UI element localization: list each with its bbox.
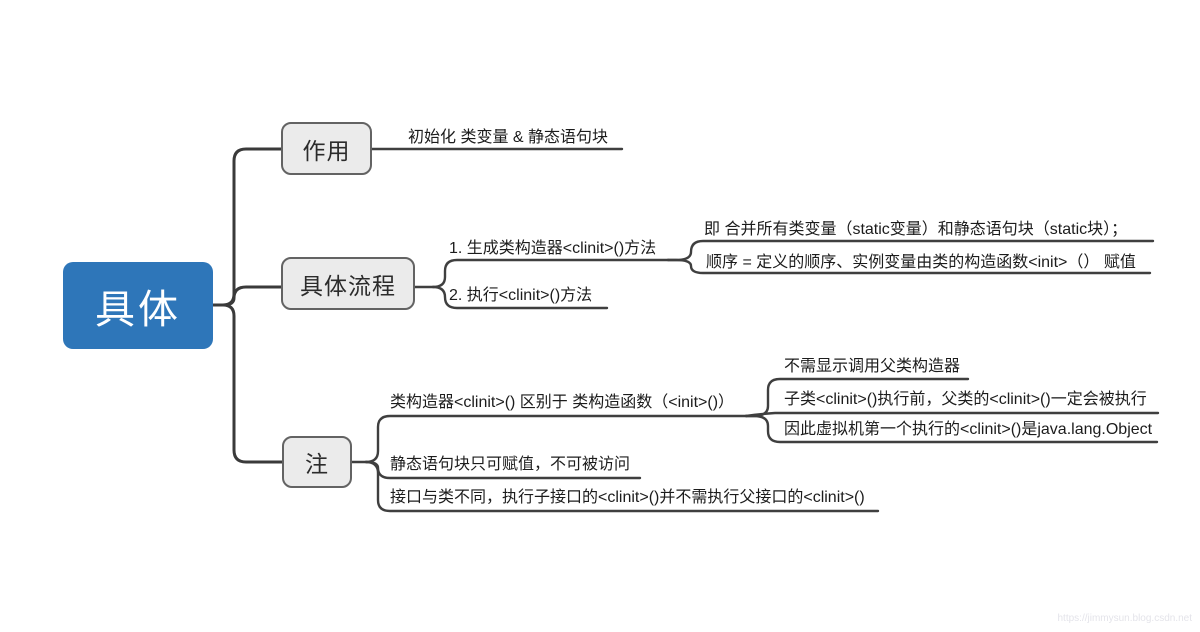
edge-note1-d2 [744,411,1160,418]
edge-note3 [364,460,880,513]
topic-zuoyong[interactable]: 作用 [281,122,372,175]
leaf-note1[interactable]: 类构造器<clinit>() 区别于 类构造函数（<init>()） [390,394,735,411]
watermark-url: https://jimmysun.blog.csdn.net [1057,613,1192,624]
leaf-note1-d1[interactable]: 不需显示调用父类构造器 [784,358,961,375]
edge-root-zuoyong [212,147,283,307]
edge-order [666,258,1152,275]
leaf-note1-d3[interactable]: 因此虚拟机第一个执行的<clinit>()是java.lang.Object [784,421,1153,438]
leaf-note1-d2[interactable]: 子类<clinit>()执行前，父类的<clinit>()一定会被执行 [784,391,1147,408]
leaf-step1-merge[interactable]: 即 合并所有类变量（static变量）和静态语句块（static块）； [704,221,1128,238]
edge-step2 [431,285,609,310]
leaf-note2[interactable]: 静态语句块只可赋值，不可被访问 [390,456,631,473]
topic-zhu[interactable]: 注 [282,436,352,488]
leaf-note3[interactable]: 接口与类不同，执行子接口的<clinit>()并不需执行父接口的<clinit>… [390,489,865,506]
topic-liucheng[interactable]: 具体流程 [281,257,415,310]
leaf-step1[interactable]: 1. 生成类构造器<clinit>()方法 [449,240,657,257]
edge-root-zhu [212,303,284,464]
edge-step1 [431,258,670,289]
edge-root-liucheng [212,285,283,307]
edge-note1 [364,414,748,464]
leaf-zuoyong-init[interactable]: 初始化 类变量 & 静态语句块 [408,129,609,146]
root-topic[interactable]: 具体 [63,262,213,349]
leaf-step2[interactable]: 2. 执行<clinit>()方法 [449,287,593,304]
edge-note1-d3 [744,414,1159,444]
leaf-step1-order[interactable]: 顺序 = 定义的顺序、实例变量由类的构造函数<init>（） 赋值 [706,254,1136,271]
